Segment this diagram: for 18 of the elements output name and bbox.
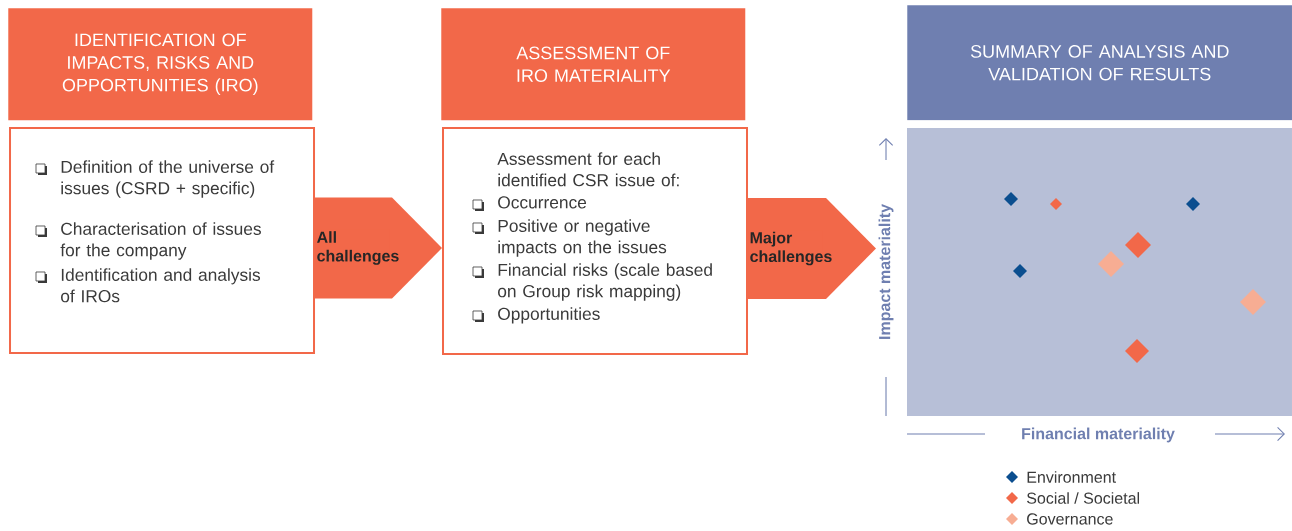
list-box	[442, 127, 748, 355]
edge-label: Major challenges	[748, 230, 832, 267]
header-band: IDENTIFICATION OF IMPACTS, RISKS AND OPPORTUNITIES (IRO)	[8, 8, 313, 121]
header-band: ASSESSMENT OF IRO MATERIALITY	[441, 8, 746, 121]
legend-label: Governance	[1027, 513, 1113, 525]
header-band: SUMMARY OF ANALYSIS AND VALIDATION OF RESULTS	[907, 5, 1292, 121]
list-item: Assessment for each identified CSR issue of:	[497, 152, 679, 187]
list-item: Definition of the universe of issues (CSRD + specific)	[35, 160, 275, 198]
list-item: Characterisation of issues for the company	[35, 222, 261, 260]
list-item: Financial risks (scale based on Group risk mapping)	[472, 263, 712, 301]
list-item: Positive or negative impacts on the issues	[472, 219, 667, 257]
list-item: Identification and analysis of IROs	[35, 268, 261, 303]
legend-label: Social / Societal	[1027, 492, 1139, 504]
list-item: Opportunities	[472, 307, 600, 324]
list-item: Occurrence	[472, 196, 587, 211]
legend-label: Environment	[1027, 471, 1116, 483]
list-box	[9, 127, 315, 354]
edge-label: All challenges	[315, 229, 399, 267]
